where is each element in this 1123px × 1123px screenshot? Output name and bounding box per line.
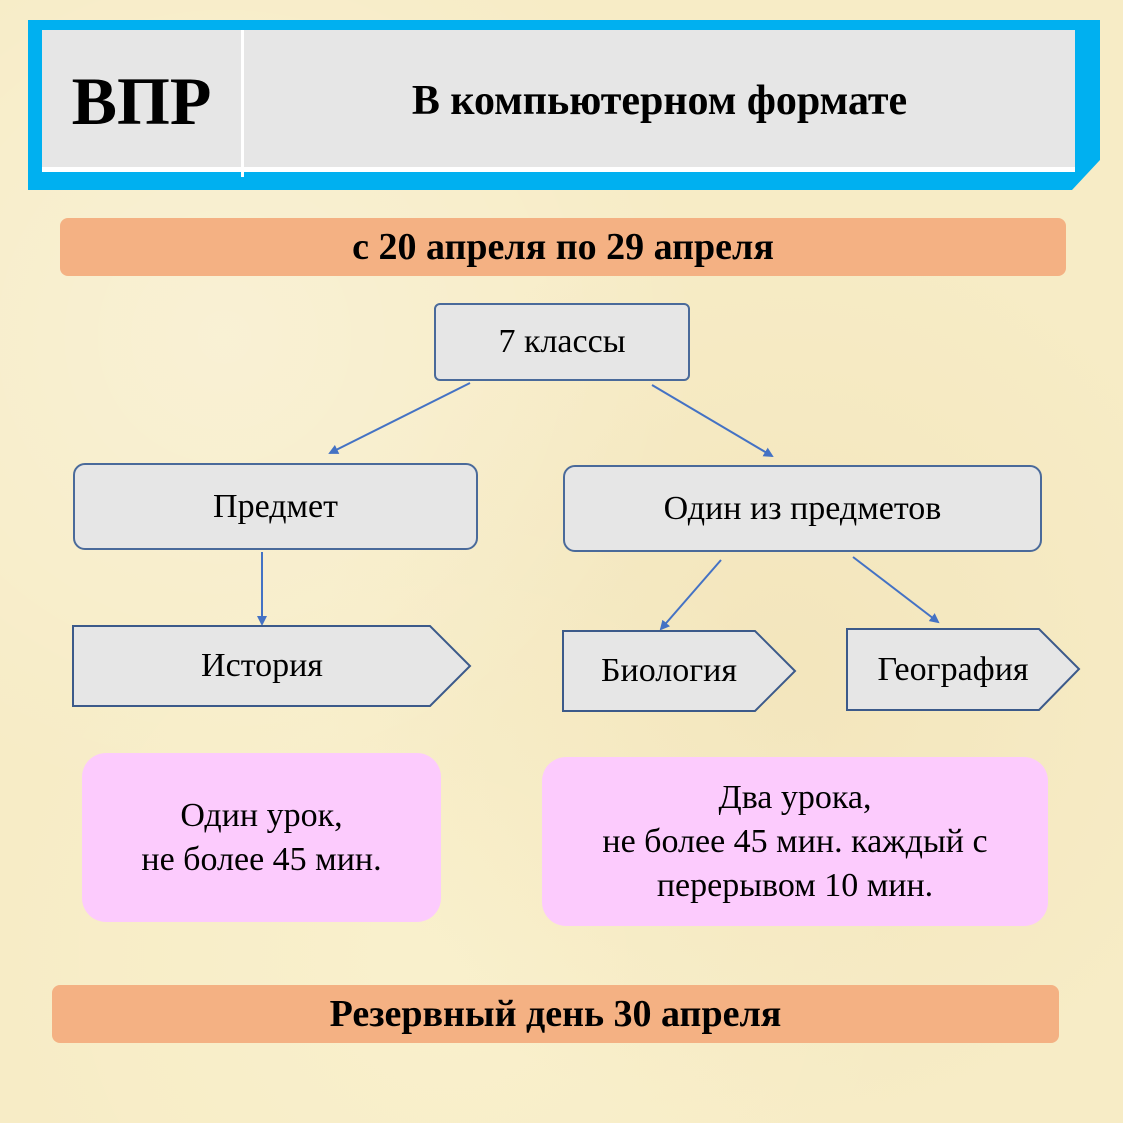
history-duration-line1: Один урок, (180, 796, 343, 834)
choice-duration-line2: не более 45 мин. каждый с (602, 822, 988, 860)
history-duration-line2: не более 45 мин. (141, 840, 382, 878)
arrow-grade-to-choice (651, 384, 774, 458)
header-fold-corner (1072, 160, 1100, 190)
arrow-grade-to-subject (328, 382, 471, 454)
grade-box: 7 классы (434, 303, 690, 381)
history-label: История (201, 647, 323, 684)
biology-shape (562, 630, 797, 712)
header-banner: ВПР В компьютерном формате (28, 20, 1100, 190)
geography-label: География (877, 650, 1029, 688)
header-panel: ВПР В компьютерном формате (42, 30, 1075, 177)
choice-duration-box: Два урока, не более 45 мин. каждый с пер… (542, 757, 1048, 926)
arrow-choice-to-geography (852, 556, 940, 624)
geography-shape (846, 628, 1081, 711)
header-abbr: ВПР (71, 62, 212, 139)
arrow-choice-to-biology (659, 559, 722, 631)
subject-box: Предмет (73, 463, 478, 550)
history-shape (72, 625, 472, 707)
history-duration-box: Один урок, не более 45 мин. (82, 753, 441, 922)
choice-duration-line3: перерывом 10 мин. (656, 866, 934, 904)
period-bar: с 20 апреля по 29 апреля (60, 218, 1066, 276)
header-divider (241, 30, 244, 177)
biology-label: Биология (600, 652, 738, 689)
reserve-day-bar: Резервный день 30 апреля (52, 985, 1059, 1043)
choice-duration-line1: Два урока, (718, 778, 872, 816)
header-title: В компьютерном формате (411, 78, 908, 124)
choice-box: Один из предметов (563, 465, 1042, 552)
